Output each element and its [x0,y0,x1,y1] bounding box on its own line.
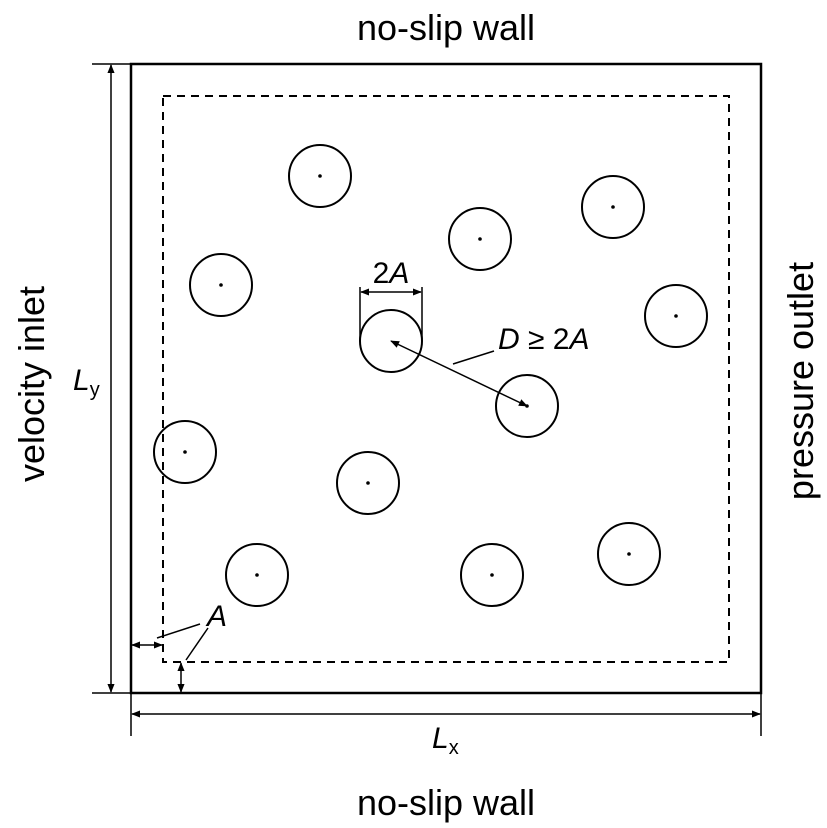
diameter-label: 2A [373,257,410,290]
spacing-arrow [390,340,528,407]
cylinder [460,543,524,607]
cylinder [153,420,217,484]
cylinder [644,284,708,348]
cylinder [225,543,289,607]
top-boundary-label: no-slip wall [357,7,535,48]
margin-dimension [131,623,209,693]
cylinders [153,144,708,607]
cylinder [581,175,645,239]
spacing-leader [452,350,495,365]
cylinder [189,253,253,317]
bottom-boundary-label: no-slip wall [357,782,535,823]
ly-dimension [92,63,131,694]
placement-region [162,95,730,663]
cylinder [336,451,400,515]
margin-label: A [205,600,227,633]
cylinder [448,207,512,271]
lx-label: Lx [432,722,459,759]
left-boundary-label: velocity inlet [11,286,52,482]
ly-label: Ly [73,364,100,401]
spacing-label: D ≥ 2A [498,323,590,356]
domain-boundary [129,62,763,695]
cylinder [288,144,352,208]
diameter-dimension [359,287,423,341]
lx-dimension [130,693,762,736]
cylinder [597,522,661,586]
cylinder-centers [183,174,678,577]
right-boundary-label: pressure outlet [780,262,821,500]
